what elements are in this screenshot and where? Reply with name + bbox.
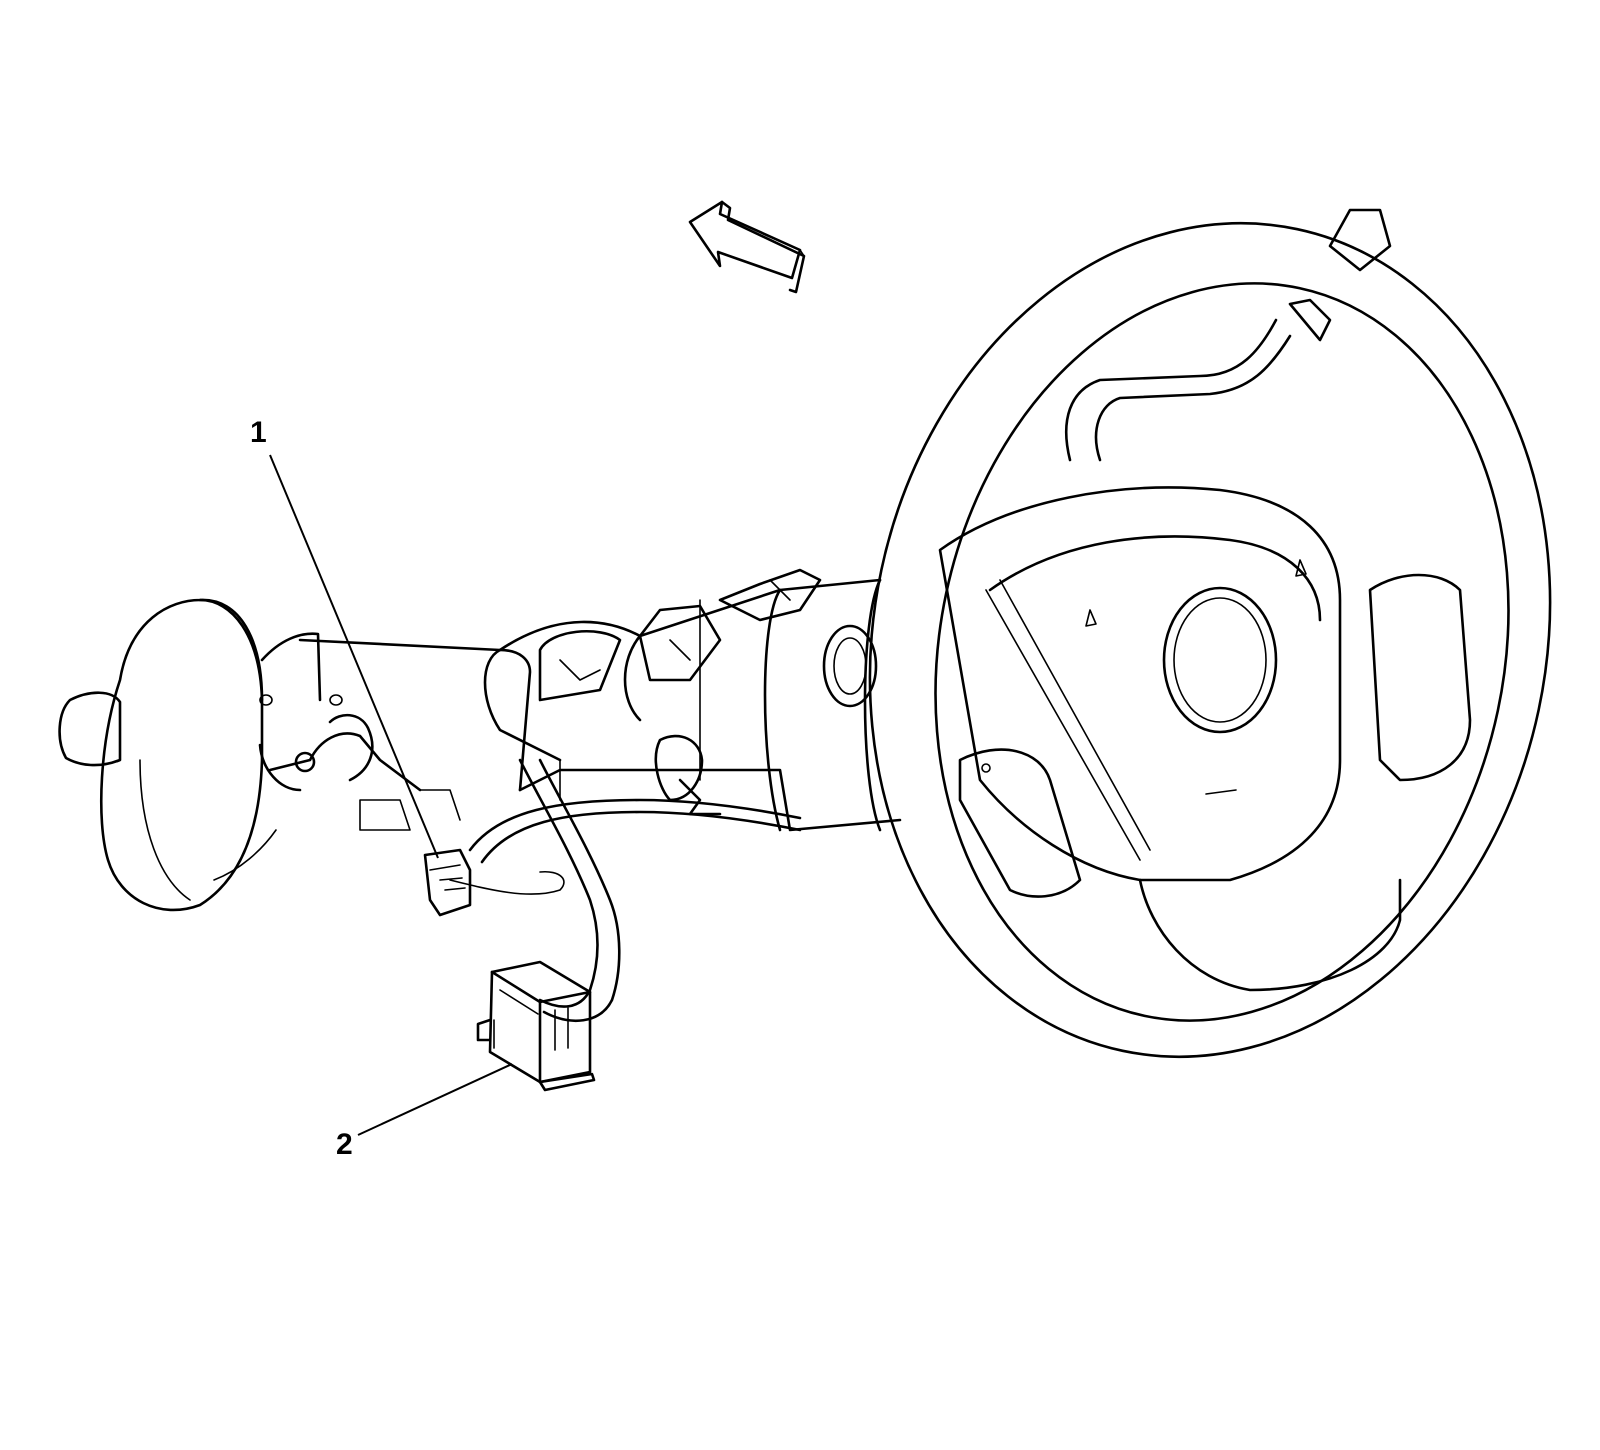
steering-column-tube <box>258 578 902 832</box>
harness-connector <box>423 848 472 917</box>
wiring-harness <box>449 758 802 1023</box>
steering-wheel <box>868 208 1552 1059</box>
column-upper-switches <box>538 568 822 702</box>
direction-arrow-icon <box>688 200 806 294</box>
callout-2-leader <box>357 1063 513 1136</box>
switch-module <box>476 960 596 1092</box>
callout-1-leader <box>269 454 439 859</box>
callout-label-1: 1 <box>250 416 267 449</box>
callout-label-2: 2 <box>336 1128 353 1161</box>
column-lower-bracket <box>359 734 722 831</box>
column-rear-flange <box>58 598 343 912</box>
